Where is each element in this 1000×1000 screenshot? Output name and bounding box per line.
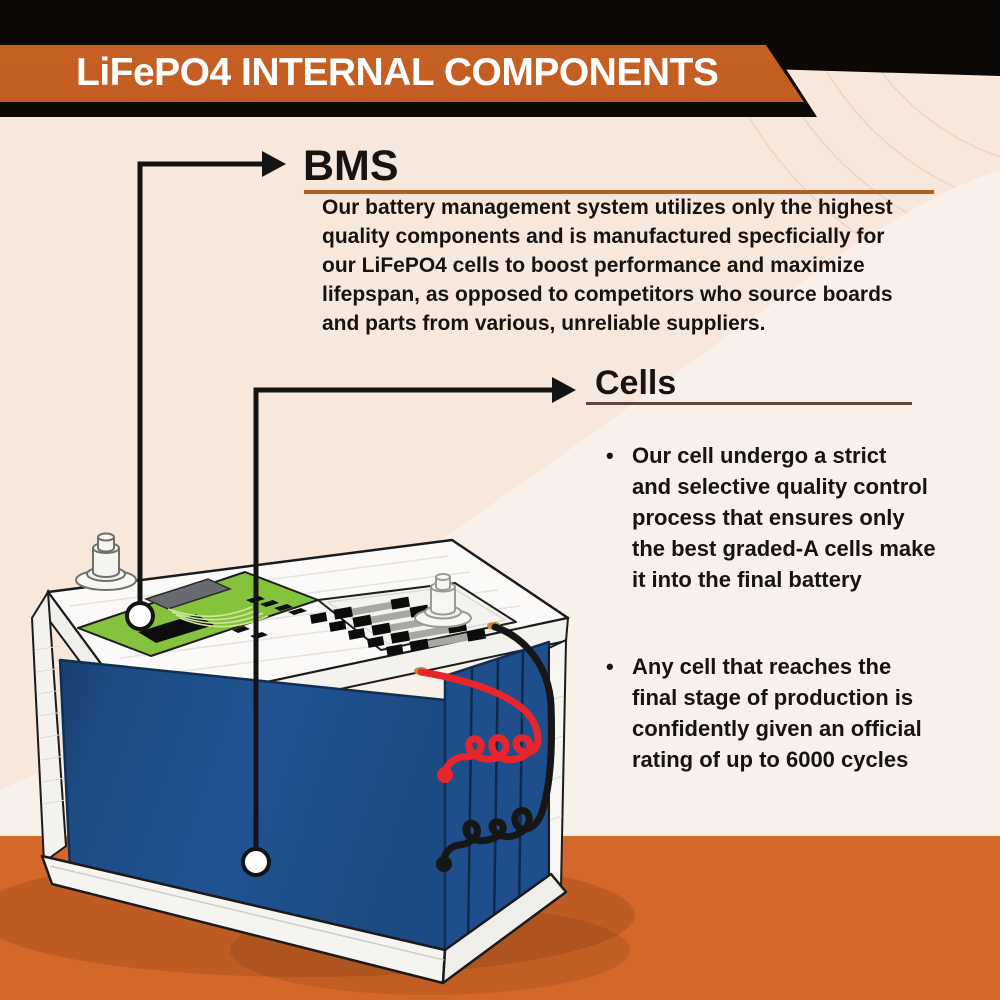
text-line: Our cell undergo a strict (632, 443, 887, 468)
battery-case-bottom-rim-right (441, 872, 568, 985)
text-line: it into the final battery (632, 567, 862, 592)
bullet-text: Our cell undergo a strict and selective … (632, 440, 936, 595)
text-line: confidently given an official (632, 716, 922, 741)
bottom-rim-inner-line (49, 865, 445, 961)
text-line: process that ensures only (632, 505, 905, 530)
bullet-dot: • (606, 654, 614, 679)
cells-bullet-list: • Our cell undergo a strict and selectiv… (606, 440, 936, 775)
red-balance-wire (417, 668, 542, 776)
title-banner: LiFePO4 INTERNAL COMPONENTS (0, 45, 804, 102)
text-line: lifepspan, as opposed to competitors who… (322, 283, 893, 306)
text-line: Any cell that reaches the (632, 654, 892, 679)
black-main-wire (440, 623, 556, 865)
cells-section-heading: Cells (595, 364, 677, 402)
bullet-item: • Our cell undergo a strict and selectiv… (606, 440, 936, 595)
bms-callout-dot (125, 601, 155, 631)
bms-heading-underline (304, 190, 934, 194)
cells-callout-arrow-icon (552, 377, 576, 403)
text-line: and selective quality control (632, 474, 928, 499)
text-line: our LiFePO4 cells to boost performance a… (322, 254, 865, 277)
red-wire-end-dot (437, 767, 453, 783)
cells-callout-line (253, 387, 552, 862)
cell-division-lines (466, 649, 525, 946)
terminal-post-right (414, 573, 472, 628)
bullet-item: • Any cell that reaches the final stage … (606, 651, 936, 775)
cells-heading-underline (586, 402, 912, 405)
cells-callout-dot (241, 847, 271, 877)
bullet-text: Any cell that reaches the final stage of… (632, 651, 922, 775)
battery-case-left-wall (30, 588, 68, 864)
bms-section-heading: BMS (303, 142, 399, 190)
bms-callout-line (137, 161, 262, 616)
bms-display (143, 578, 233, 610)
terminal-post-left (75, 532, 137, 591)
interconnect-panel-inner (326, 586, 507, 645)
bms-callout-arrow-icon (262, 151, 286, 177)
text-line: rating of up to 6000 cycles (632, 747, 909, 772)
left-wall-hatching (35, 645, 66, 805)
text-line: final stage of production is (632, 685, 914, 710)
black-wire-end-dot (436, 856, 452, 872)
bms-paragraph: Our battery management system utilizes o… (322, 193, 893, 338)
text-line: quality components and is manufactured s… (322, 225, 885, 248)
text-line: and parts from various, unreliable suppl… (322, 312, 766, 335)
text-line: Our battery management system utilizes o… (322, 196, 893, 219)
text-line: the best graded-A cells make (632, 536, 936, 561)
page-title: LiFePO4 INTERNAL COMPONENTS (76, 51, 719, 94)
bullet-dot: • (606, 443, 614, 468)
